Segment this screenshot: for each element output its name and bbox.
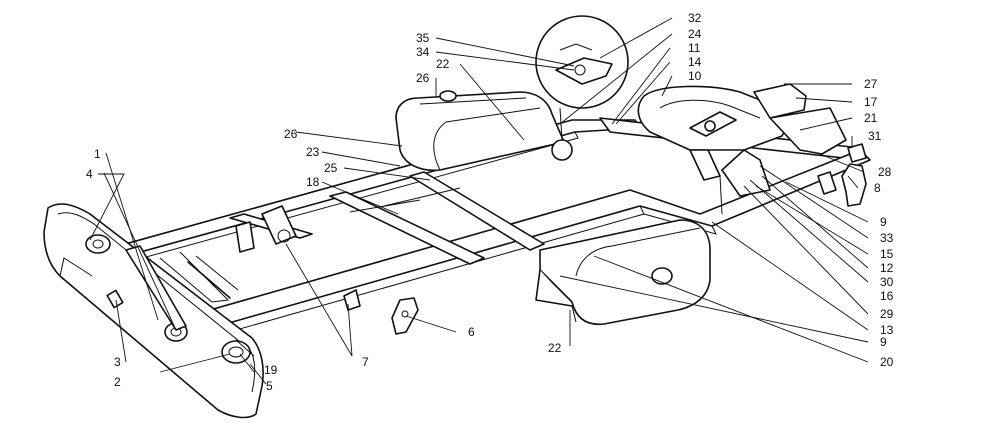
- callout-label: 3: [114, 355, 121, 369]
- callout-label: 26: [416, 71, 430, 85]
- callout-label: 11: [688, 41, 701, 55]
- callout-label: 32: [688, 11, 702, 25]
- callout-label: 33: [880, 231, 894, 245]
- callout-label: 9: [880, 215, 887, 229]
- callout-label: 8: [874, 181, 881, 195]
- callout-label: 31: [868, 129, 882, 143]
- callout-label: 4: [86, 167, 93, 181]
- callout-label: 10: [688, 69, 702, 83]
- callout-label: 24: [688, 27, 702, 41]
- callout-label: 18: [306, 175, 320, 189]
- chassis-frame-drawing: [43, 15, 871, 419]
- callout-label: 9: [880, 335, 887, 349]
- callout-label: 19: [264, 363, 278, 377]
- callout-label: 26: [284, 127, 298, 141]
- callout-label: 27: [864, 77, 878, 91]
- callout-label: 16: [880, 289, 894, 303]
- callout-label: 30: [880, 275, 894, 289]
- callout-label: 22: [548, 341, 562, 355]
- callout-label: 17: [864, 95, 878, 109]
- callout-leader-lines: [89, 17, 869, 385]
- callout-labels: 1 2 3 4 5 6 7 8 9 9 10 11 12 13 14 15 16…: [86, 11, 894, 393]
- callout-label: 23: [306, 145, 320, 159]
- callout-label: 12: [880, 261, 894, 275]
- callout-label: 2: [114, 375, 121, 389]
- callout-label: 6: [468, 325, 475, 339]
- callout-label: 22: [436, 57, 450, 71]
- callout-label: 7: [362, 355, 369, 369]
- callout-label: 1: [94, 147, 101, 161]
- callout-label: 5: [266, 379, 273, 393]
- callout-label: 29: [880, 307, 894, 321]
- callout-label: 15: [880, 247, 894, 261]
- callout-label: 28: [878, 165, 892, 179]
- callout-label: 34: [416, 45, 430, 59]
- callout-label: 35: [416, 31, 430, 45]
- callout-label: 25: [324, 161, 338, 175]
- callout-label: 21: [864, 111, 878, 125]
- callout-label: 14: [688, 55, 702, 69]
- callout-label: 20: [880, 355, 894, 369]
- callout-label: 13: [880, 323, 894, 337]
